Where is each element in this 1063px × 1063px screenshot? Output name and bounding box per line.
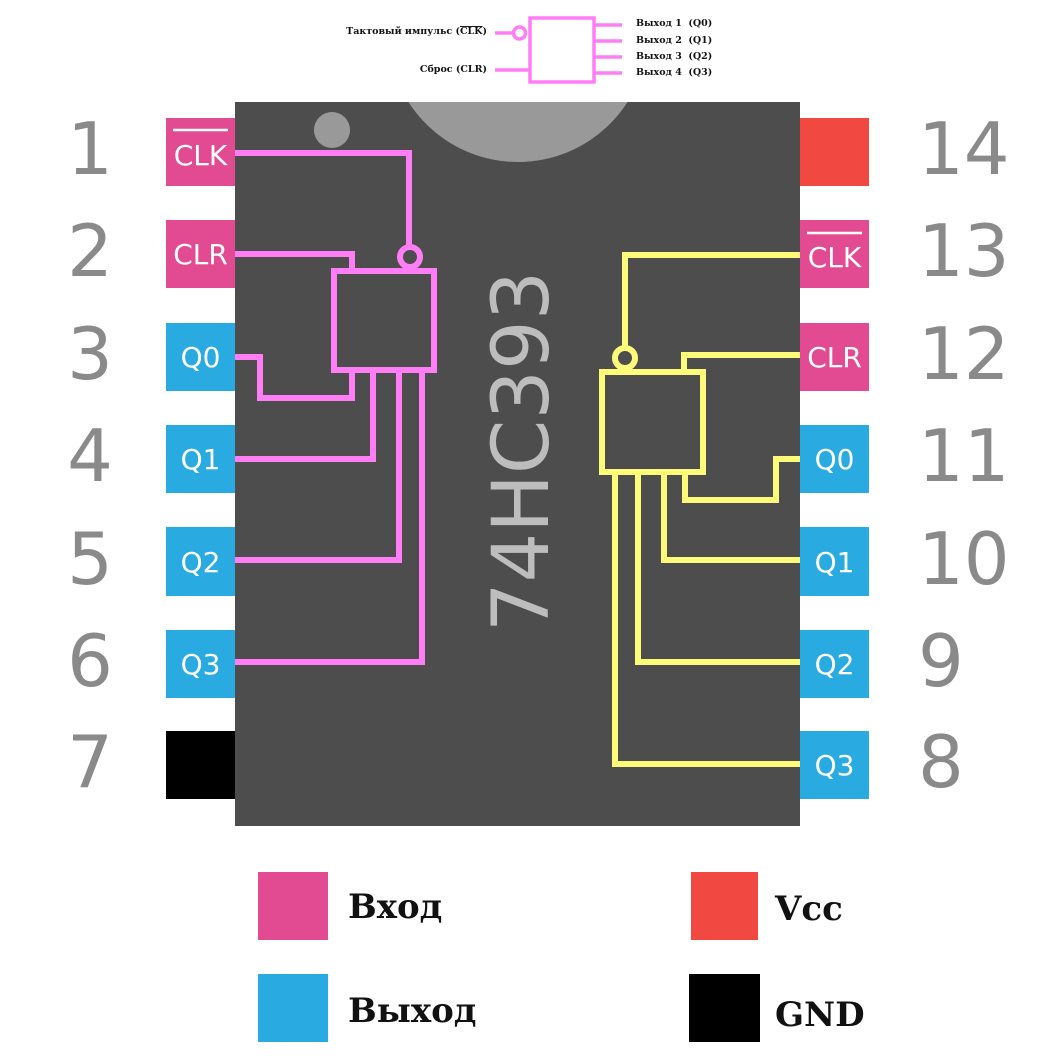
pin-number: 9 <box>918 619 964 703</box>
pin-box <box>166 731 235 799</box>
pin-label: Q3 <box>815 749 855 782</box>
pin1-marker-dot <box>314 112 350 148</box>
legend-label: GND <box>775 995 865 1035</box>
chip-notch <box>408 102 628 162</box>
legend-label: Вход <box>348 887 442 927</box>
pin-number: 14 <box>918 107 1010 191</box>
legend-swatch <box>691 872 758 940</box>
pin-number: 11 <box>918 414 1010 498</box>
pin-label: CLR <box>807 341 862 374</box>
pin-box <box>800 323 869 391</box>
pin-label: Q0 <box>181 341 221 374</box>
pin-8: Q3 8 <box>800 720 964 804</box>
output-label-q2: Выход 3 (Q2) <box>636 51 712 62</box>
counter2-clk-wire <box>622 252 800 347</box>
pin-box <box>166 425 235 493</box>
left-pins: CLK 1 CLR 2 Q0 3 Q1 4 Q2 5 Q3 6 <box>67 107 235 804</box>
output-label-q3: Выход 4 (Q3) <box>636 67 712 78</box>
counter1-q3-wire <box>235 370 425 665</box>
pin-label: Q2 <box>815 648 855 681</box>
counter2-block <box>599 369 706 475</box>
pin-number: 8 <box>918 720 964 804</box>
pin-label: Q2 <box>181 546 221 579</box>
counter1-inverter-bubble <box>397 244 423 270</box>
counter2-schematic <box>599 252 800 767</box>
pin-number: 5 <box>67 517 113 601</box>
legend-swatch <box>689 974 760 1042</box>
counter1-q2-wire <box>235 370 402 563</box>
chip-label: 74HC393 <box>477 271 567 632</box>
legend-label: Выход <box>348 991 476 1031</box>
pin-number: 13 <box>918 209 1010 293</box>
schematic-legend: Тактовый импульс (CLK) Сброс (CLR) Выход… <box>346 16 712 84</box>
legend-item-input: Вход <box>258 872 442 940</box>
pin-box <box>166 630 235 698</box>
counter2-q1-wire <box>661 472 800 563</box>
pin-box <box>800 425 869 493</box>
pin-14: 14 <box>800 107 1010 191</box>
pin-box <box>800 527 869 596</box>
legend-item-output: Выход <box>258 974 476 1042</box>
counter2-q2-wire <box>635 472 800 665</box>
pin-4: Q1 4 <box>67 414 235 498</box>
pin-box <box>166 527 235 596</box>
clk-input-label: Тактовый импульс (CLK) <box>346 26 487 37</box>
legend-item-vcc: Vcc <box>691 872 843 940</box>
counter1-q1-wire <box>235 370 376 462</box>
pin-box <box>800 731 869 799</box>
counter1-schematic <box>235 150 437 665</box>
output-label-q0: Выход 1 (Q0) <box>636 18 712 29</box>
pin-box <box>166 323 235 391</box>
legend-item-gnd: GND <box>689 974 865 1042</box>
pin-number: 10 <box>918 517 1010 601</box>
pin-1: CLK 1 <box>67 107 235 191</box>
pin-number: 6 <box>67 619 113 703</box>
pin-2: CLR 2 <box>67 209 235 293</box>
pin-box <box>800 118 869 186</box>
pin-number: 2 <box>67 209 113 293</box>
clr-input-label: Сброс (CLR) <box>420 64 487 75</box>
pin-label: Q1 <box>181 443 221 476</box>
pin-label: CLK <box>174 139 228 172</box>
pin-5: Q2 5 <box>67 517 235 601</box>
pin-label: CLK <box>808 241 862 274</box>
pin-box <box>166 220 235 288</box>
pin-box <box>800 220 869 288</box>
pin-label: CLR <box>173 238 228 271</box>
pin-number: 4 <box>67 414 113 498</box>
pin-number: 1 <box>67 107 113 191</box>
pin-6: Q3 6 <box>67 619 235 703</box>
counter2-q3-wire <box>612 472 800 767</box>
counter2-clr-wire <box>681 352 800 372</box>
pin-3: Q0 3 <box>67 312 235 396</box>
legend-swatch <box>258 974 328 1042</box>
right-pins: 14 CLK 13 CLR 12 Q0 11 Q1 10 Q2 9 <box>800 107 1010 804</box>
pin-12: CLR 12 <box>800 312 1010 396</box>
mini-inverter-bubble <box>511 25 528 41</box>
legend-swatch <box>258 872 328 940</box>
counter1-block <box>331 268 437 373</box>
counter1-q0-wire <box>235 354 355 401</box>
legend-label: Vcc <box>774 889 843 929</box>
counter2-inverter-bubble <box>612 345 638 371</box>
counter1-clr-wire <box>235 251 355 271</box>
pin-10: Q1 10 <box>800 517 1010 601</box>
pin-box <box>800 630 869 698</box>
pin-label: Q0 <box>815 443 855 476</box>
counter2-q0-wire <box>682 456 800 503</box>
output-label-q1: Выход 2 (Q1) <box>636 35 712 46</box>
color-legend: Вход Vcc Выход GND <box>258 872 865 1042</box>
pin-number: 12 <box>918 312 1010 396</box>
pin-13: CLK 13 <box>800 209 1010 293</box>
counter1-clk-wire <box>235 150 412 246</box>
pin-number: 7 <box>67 720 113 804</box>
pin-number: 3 <box>67 312 113 396</box>
pin-label: Q3 <box>181 648 221 681</box>
pin-label: Q1 <box>815 546 855 579</box>
pin-11: Q0 11 <box>800 414 1010 498</box>
pin-9: Q2 9 <box>800 619 964 703</box>
pin-7: 7 <box>67 720 235 804</box>
mini-counter-block <box>528 16 596 84</box>
